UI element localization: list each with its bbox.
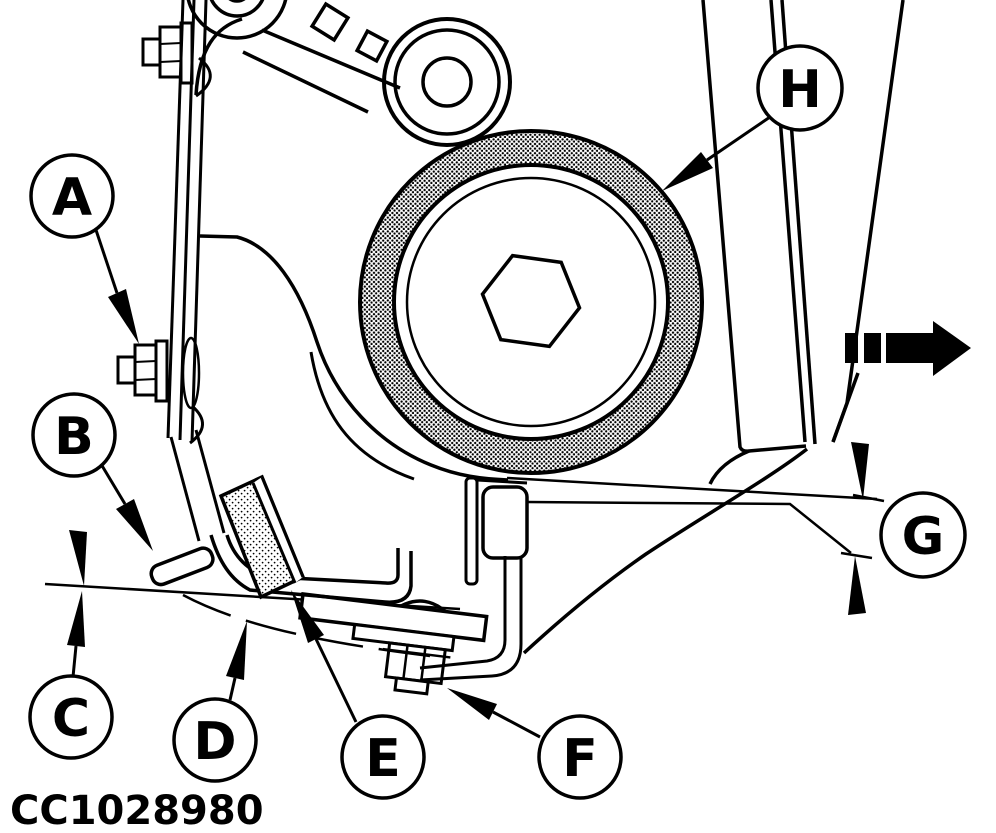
tensioner-arm: [186, 0, 512, 147]
arm-boss-arc: [194, 17, 243, 96]
upright-bracket: [419, 476, 529, 682]
callout-f-arrow: [447, 688, 541, 739]
bracket-arm-lines: [506, 476, 878, 554]
pad-channel-bracket: [209, 534, 413, 604]
support-bar-assembly: [298, 592, 489, 696]
callout-g-label: G: [902, 507, 945, 567]
callout-e-arrow: [291, 590, 358, 723]
callout-e: E: [340, 714, 426, 800]
callout-h: H: [756, 44, 844, 132]
callout-leader-arrows: [94, 115, 771, 739]
callout-b: B: [31, 392, 117, 478]
bracket-slot: [181, 336, 201, 410]
nut-tab: [393, 676, 430, 696]
callout-d-arrow: [226, 621, 247, 701]
tensioner-pulley: [382, 17, 512, 147]
callout-a: A: [29, 153, 115, 239]
callout-f: F: [537, 714, 623, 800]
tube-bracket: [149, 429, 226, 587]
callout-h-label: H: [778, 60, 822, 120]
crankshaft-hex: [480, 253, 582, 349]
belt-line: [199, 234, 509, 482]
figure-code: CC1028980: [10, 788, 264, 833]
callout-b-label: B: [54, 407, 94, 467]
bracket-boss-lower: [189, 404, 204, 445]
gap-dashed-line: [182, 593, 431, 658]
callout-circles: A B C D E F G H: [28, 44, 967, 800]
callout-a-label: A: [52, 168, 92, 228]
arm-stud-1: [309, 1, 351, 43]
callout-e-label: E: [365, 729, 401, 789]
idler-pulley: [186, 0, 288, 40]
callout-d-label: D: [193, 712, 236, 772]
dimension-marker-c: [67, 530, 87, 678]
dimension-marker-g: [840, 442, 885, 615]
arm-stud-2: [354, 28, 390, 64]
callout-d: D: [172, 697, 258, 783]
tube-end-stub: [149, 546, 215, 587]
bolt-nut: [383, 641, 447, 686]
callout-b-arrow: [99, 463, 153, 551]
callout-c: C: [28, 674, 114, 760]
callout-c-label: C: [52, 689, 90, 749]
callout-a-arrow: [94, 229, 139, 344]
rubber-pad: [218, 474, 306, 600]
crankshaft-pulley: [358, 129, 704, 475]
callout-h-arrow: [662, 115, 771, 191]
callout-f-label: F: [562, 729, 598, 789]
callout-g: G: [879, 491, 967, 579]
mounting-bolt-upper: [141, 21, 194, 85]
direction-arrow-icon: [845, 321, 971, 376]
mounting-bolt-lower: [116, 339, 169, 403]
